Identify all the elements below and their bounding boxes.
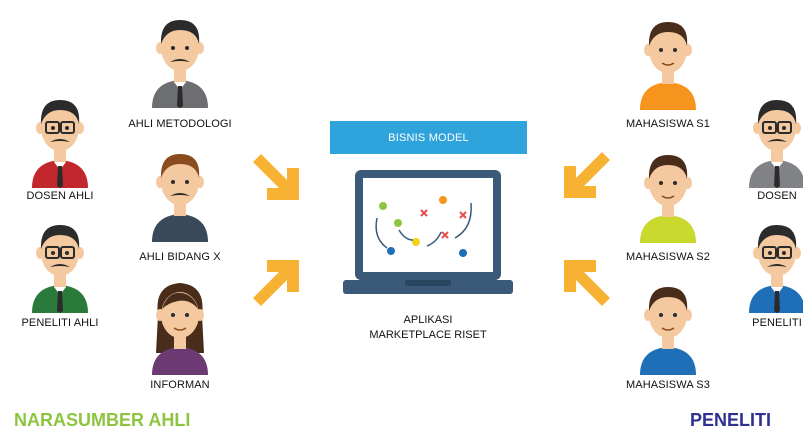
arrow-in-bottom-right-icon xyxy=(564,260,610,306)
group-label-narasumber-ahli: NARASUMBER AHLI xyxy=(14,410,191,430)
person-label: PENELITI AHLI xyxy=(21,317,99,329)
person-label: MAHASISWA S1 xyxy=(626,118,710,130)
arrow-in-top-right-icon xyxy=(564,152,610,198)
aplikasi-label-line2: MARKETPLACE RISET xyxy=(369,329,487,341)
person-label: INFORMAN xyxy=(150,379,210,391)
arrow-in-bottom-left-icon xyxy=(253,260,299,306)
person-avatar-icon xyxy=(640,155,696,243)
person-label: DOSEN AHLI xyxy=(26,190,94,202)
person-avatar-icon xyxy=(640,22,696,110)
person-avatar-icon xyxy=(152,283,208,375)
person-label: AHLI BIDANG X xyxy=(139,251,221,263)
person-label: AHLI METODOLOGI xyxy=(128,118,232,130)
person-label: PENELITI xyxy=(752,317,802,329)
person-avatar-icon xyxy=(152,154,208,242)
person-avatar-icon xyxy=(749,225,803,313)
person-avatar-icon xyxy=(152,20,208,108)
aplikasi-label: APLIKASI MARKETPLACE RISET xyxy=(369,313,486,343)
bisnis-model-box: BISNIS MODEL xyxy=(330,121,527,154)
person-label: MAHASISWA S2 xyxy=(626,251,710,263)
aplikasi-label-line1: APLIKASI xyxy=(403,314,453,326)
person-label: DOSEN xyxy=(757,190,797,202)
laptop-icon xyxy=(343,170,513,294)
person-avatar-icon xyxy=(32,225,88,313)
person-avatar-icon xyxy=(32,100,88,188)
person-avatar-icon xyxy=(749,100,803,188)
person-label: MAHASISWA S3 xyxy=(626,379,710,391)
bisnis-model-label: BISNIS MODEL xyxy=(388,131,469,144)
group-label-peneliti: PENELITI xyxy=(690,410,772,430)
person-avatar-icon xyxy=(640,287,696,375)
arrow-in-top-left-icon xyxy=(253,154,299,200)
